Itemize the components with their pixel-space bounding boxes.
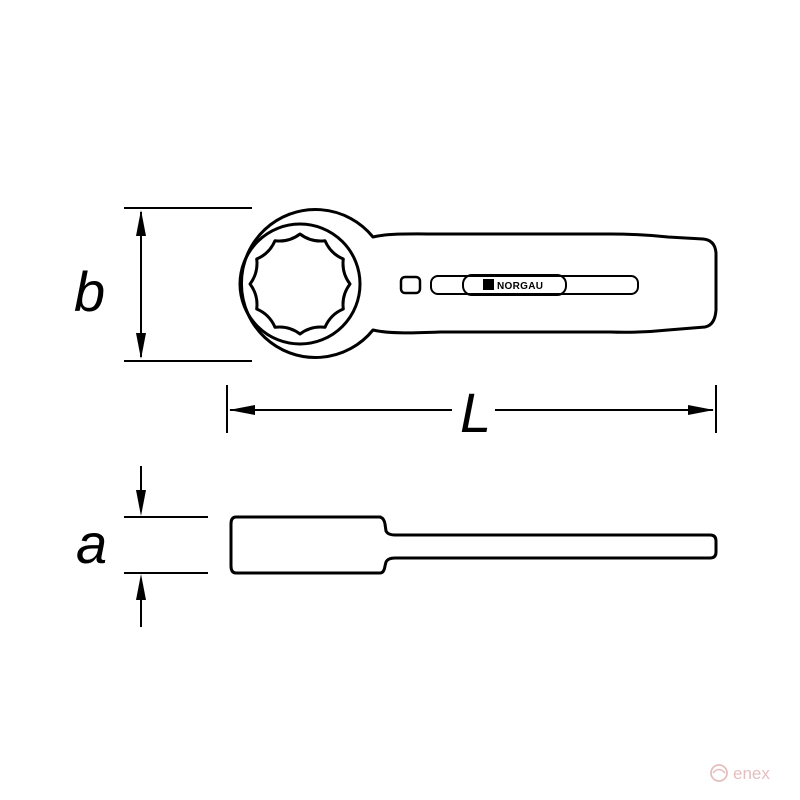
brand-logo-text: NORGAU: [497, 281, 543, 292]
watermark-logo-icon: [710, 764, 728, 782]
wrench-body-outline: [240, 208, 718, 359]
brand-logo-square: [483, 279, 494, 290]
dim-a-arrow-top: [136, 490, 146, 516]
dim-a-arrow-bottom: [136, 574, 146, 600]
handle-small-slot: [399, 275, 422, 295]
watermark: enex: [710, 764, 770, 783]
dimension-b: [124, 207, 252, 362]
wrench-top-view: [238, 208, 718, 359]
dim-b-arrow-top: [136, 210, 146, 236]
twelve-point-opening: [248, 232, 352, 336]
dim-b-label: b: [74, 260, 105, 323]
dimension-a: [124, 466, 208, 627]
dim-L-label: L: [460, 381, 491, 444]
dim-b-arrow-bottom: [136, 333, 146, 359]
dim-a-label: a: [76, 512, 107, 575]
watermark-text: enex: [733, 764, 770, 783]
dim-L-arrow-left: [229, 405, 255, 415]
ring-inner-circle: [238, 222, 362, 346]
dimension-L: [226, 385, 717, 433]
brand-plate: [462, 274, 567, 296]
wrench-side-view: [229, 515, 718, 575]
watermark-logo-swoosh: [712, 768, 726, 774]
dim-L-arrow-right: [688, 405, 714, 415]
